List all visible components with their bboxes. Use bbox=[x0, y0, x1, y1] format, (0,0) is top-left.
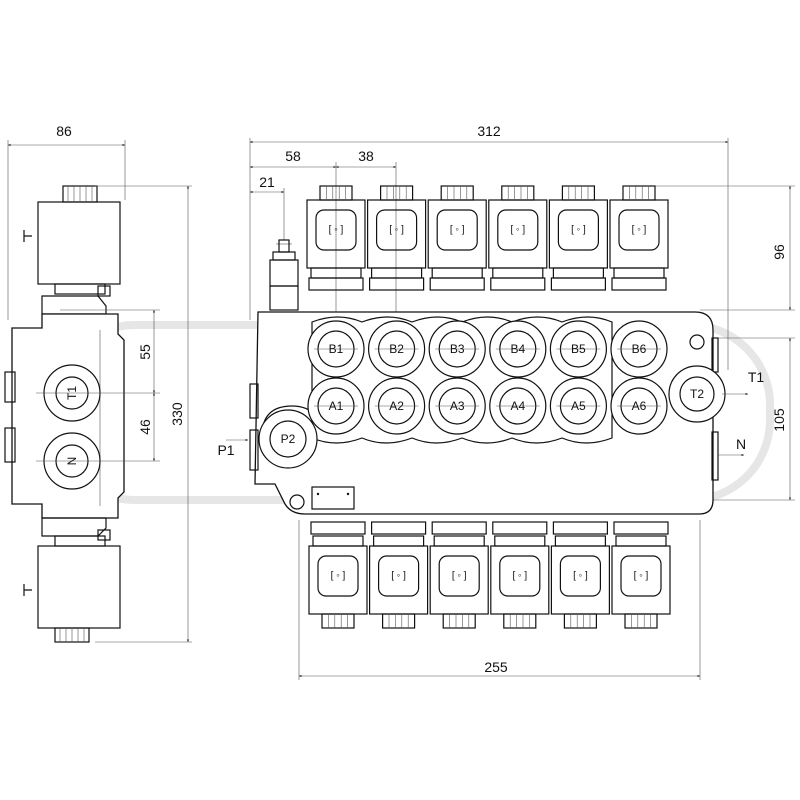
svg-text:[ ◦ ]: [ ◦ ] bbox=[573, 571, 588, 582]
side-view: T1 N bbox=[4, 185, 160, 643]
svg-text:[ ◦ ]: [ ◦ ] bbox=[391, 571, 406, 582]
port-b-label-3: B3 bbox=[450, 342, 465, 356]
port-a-label-3: A3 bbox=[450, 399, 465, 413]
pressure-port: P2 bbox=[258, 409, 318, 469]
top-coils: [ ◦ ] [ ◦ ] [ ◦ ] [ ◦ ] [ ◦ ] [ ◦ ] bbox=[306, 185, 669, 291]
dim-total-width: 312 bbox=[477, 123, 501, 139]
top-coil-1: [ ◦ ] bbox=[306, 185, 366, 291]
side-port-n-label: N bbox=[65, 457, 79, 466]
dim-section-pitch: 38 bbox=[358, 148, 374, 164]
dim-side-lower: 46 bbox=[137, 419, 153, 435]
port-b-label-1: B1 bbox=[329, 342, 344, 356]
port-a-label-4: A4 bbox=[510, 399, 525, 413]
bottom-coils: [ ◦ ] [ ◦ ] [ ◦ ] [ ◦ ] [ ◦ ] [ ◦ ] bbox=[308, 521, 671, 629]
port-a-label-1: A1 bbox=[329, 399, 344, 413]
bottom-coil-5: [ ◦ ] bbox=[550, 521, 611, 629]
port-a-label-5: A5 bbox=[571, 399, 586, 413]
a-ports: A1 A2 A3 A4 A5 A6 bbox=[307, 377, 668, 435]
svg-text:[ ◦ ]: [ ◦ ] bbox=[512, 571, 527, 582]
svg-text:[ ◦ ]: [ ◦ ] bbox=[329, 225, 344, 236]
dim-side-upper: 55 bbox=[137, 344, 153, 360]
top-coil-3: [ ◦ ] bbox=[427, 185, 487, 291]
dim-total-height: 330 bbox=[169, 402, 185, 426]
dim-inlet-offset: 21 bbox=[259, 174, 275, 190]
dim-side-width: 86 bbox=[56, 123, 72, 139]
bottom-coil-6: [ ◦ ] bbox=[611, 521, 671, 629]
port-a-label-6: A6 bbox=[632, 399, 647, 413]
label-t1: T1 bbox=[748, 369, 765, 385]
side-dimensions bbox=[7, 140, 192, 643]
svg-text:[ ◦ ]: [ ◦ ] bbox=[571, 225, 586, 236]
svg-text:[ ◦ ]: [ ◦ ] bbox=[632, 225, 647, 236]
top-coil-2: [ ◦ ] bbox=[367, 185, 427, 291]
svg-text:[ ◦ ]: [ ◦ ] bbox=[634, 571, 649, 582]
port-p2-label: P2 bbox=[281, 432, 296, 446]
side-bottom-coil bbox=[37, 545, 121, 629]
svg-text:[ ◦ ]: [ ◦ ] bbox=[389, 225, 404, 236]
dim-body-height: 105 bbox=[771, 408, 787, 432]
svg-text:[ ◦ ]: [ ◦ ] bbox=[452, 571, 467, 582]
port-b-label-2: B2 bbox=[389, 342, 404, 356]
top-coil-4: [ ◦ ] bbox=[488, 185, 548, 291]
port-b-label-4: B4 bbox=[510, 342, 525, 356]
dim-first-offset: 58 bbox=[285, 148, 301, 164]
dim-base-length: 255 bbox=[484, 659, 508, 675]
port-a-label-2: A2 bbox=[389, 399, 404, 413]
bottom-coil-1: [ ◦ ] bbox=[308, 521, 368, 629]
tank-port: T2 bbox=[668, 365, 726, 423]
side-port-t1-label: T1 bbox=[65, 386, 79, 400]
bottom-coil-4: [ ◦ ] bbox=[490, 521, 550, 629]
svg-text:[ ◦ ]: [ ◦ ] bbox=[450, 225, 465, 236]
svg-text:[ ◦ ]: [ ◦ ] bbox=[331, 571, 346, 582]
top-coil-6: [ ◦ ] bbox=[609, 185, 669, 291]
port-t2-label: T2 bbox=[690, 387, 704, 401]
port-b-label-5: B5 bbox=[571, 342, 586, 356]
bottom-coil-2: [ ◦ ] bbox=[369, 521, 429, 629]
label-p1: P1 bbox=[217, 442, 234, 458]
top-coil-5: [ ◦ ] bbox=[548, 185, 609, 291]
label-n: N bbox=[736, 436, 746, 452]
svg-text:[ ◦ ]: [ ◦ ] bbox=[510, 225, 525, 236]
dim-coil-height: 96 bbox=[771, 244, 787, 260]
side-top-coil bbox=[37, 201, 121, 285]
port-b-label-6: B6 bbox=[632, 342, 647, 356]
bottom-coil-3: [ ◦ ] bbox=[429, 521, 489, 629]
b-ports: B1 B2 B3 B4 B5 B6 bbox=[307, 320, 668, 378]
